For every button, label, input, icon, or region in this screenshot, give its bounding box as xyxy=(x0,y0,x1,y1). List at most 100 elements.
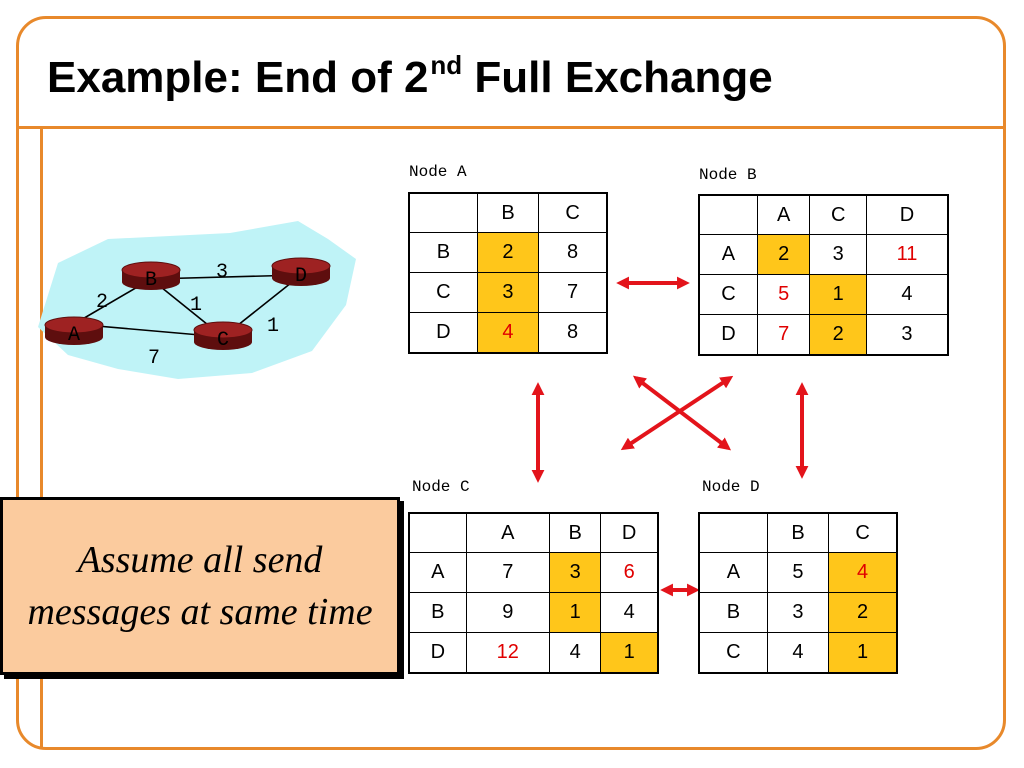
cost-a-c: 7 xyxy=(148,347,160,370)
distance-cell: 7 xyxy=(538,272,608,313)
distance-cell: 1 xyxy=(548,592,602,633)
column-header: A xyxy=(756,194,811,235)
router-c-label: C xyxy=(217,329,229,352)
distance-cell: 2 xyxy=(756,234,811,275)
distance-cell: 7 xyxy=(756,314,811,356)
router-a-label: A xyxy=(68,324,80,347)
router-d: D xyxy=(271,257,331,288)
distance-cell: 2 xyxy=(828,592,898,633)
distance-cell: 2 xyxy=(476,232,540,273)
router-c: C xyxy=(193,321,253,352)
column-header: B xyxy=(476,192,540,233)
assumption-text: Assume all send messages at same time xyxy=(27,539,373,633)
distance-cell: 4 xyxy=(548,632,602,674)
cost-b-c: 1 xyxy=(190,294,202,317)
title-rest: Full Exchange xyxy=(462,53,773,102)
distance-cell: 3 xyxy=(809,234,867,275)
row-header: A xyxy=(698,234,758,275)
column-header: C xyxy=(538,192,608,233)
column-header: D xyxy=(865,194,949,235)
node-b-label: Node B xyxy=(699,166,757,184)
cost-b-d: 3 xyxy=(216,261,228,284)
router-d-label: D xyxy=(295,265,307,288)
left-divider xyxy=(40,128,43,748)
distance-cell: 1 xyxy=(809,274,867,315)
column-header: D xyxy=(600,512,659,553)
title-divider xyxy=(18,126,1004,129)
distance-cell: 3 xyxy=(548,552,602,593)
router-a: A xyxy=(44,316,104,347)
node-d-label: Node D xyxy=(702,478,760,496)
row-header: D xyxy=(408,312,478,354)
column-header: A xyxy=(465,512,550,553)
slide-frame xyxy=(16,16,1006,750)
distance-cell: 8 xyxy=(538,312,608,354)
router-b: B xyxy=(121,261,181,292)
column-header: C xyxy=(809,194,867,235)
row-header: C xyxy=(698,632,768,674)
row-header: D xyxy=(698,314,758,356)
table-corner-cell xyxy=(698,194,758,235)
network-diagram: B D A C 2 3 1 1 7 xyxy=(38,221,356,379)
distance-cell: 8 xyxy=(538,232,608,273)
distance-cell: 4 xyxy=(476,312,540,354)
distance-cell: 4 xyxy=(766,632,830,674)
row-header: A xyxy=(698,552,768,593)
column-header: B xyxy=(766,512,830,553)
distance-cell: 3 xyxy=(865,314,949,356)
row-header: A xyxy=(408,552,467,593)
row-header: B xyxy=(698,592,768,633)
network-cloud xyxy=(38,221,356,379)
distance-cell: 4 xyxy=(600,592,659,633)
slide-title: Example: End of 2nd Full Exchange xyxy=(47,52,773,102)
distance-cell: 3 xyxy=(476,272,540,313)
distance-cell: 5 xyxy=(766,552,830,593)
column-header: C xyxy=(828,512,898,553)
row-header: D xyxy=(408,632,467,674)
distance-cell: 9 xyxy=(465,592,550,633)
cost-a-b: 2 xyxy=(96,291,108,314)
table-corner-cell xyxy=(408,512,467,553)
distance-cell: 7 xyxy=(465,552,550,593)
row-header: B xyxy=(408,592,467,633)
distance-cell: 2 xyxy=(809,314,867,356)
distance-cell: 4 xyxy=(828,552,898,593)
title-main: Example: End of 2 xyxy=(47,53,429,102)
title-superscript: nd xyxy=(430,50,463,80)
node-c-label: Node C xyxy=(412,478,470,496)
distance-cell: 3 xyxy=(766,592,830,633)
distance-cell: 1 xyxy=(828,632,898,674)
distance-cell: 1 xyxy=(600,632,659,674)
distance-cell: 11 xyxy=(865,234,949,275)
table-corner-cell xyxy=(408,192,478,233)
row-header: C xyxy=(698,274,758,315)
distance-cell: 5 xyxy=(756,274,811,315)
node-a-label: Node A xyxy=(409,163,467,181)
row-header: C xyxy=(408,272,478,313)
router-b-label: B xyxy=(145,269,157,292)
distance-cell: 12 xyxy=(465,632,550,674)
cost-c-d: 1 xyxy=(267,315,279,338)
column-header: B xyxy=(548,512,602,553)
arrow-b-c xyxy=(620,375,734,451)
row-header: B xyxy=(408,232,478,273)
